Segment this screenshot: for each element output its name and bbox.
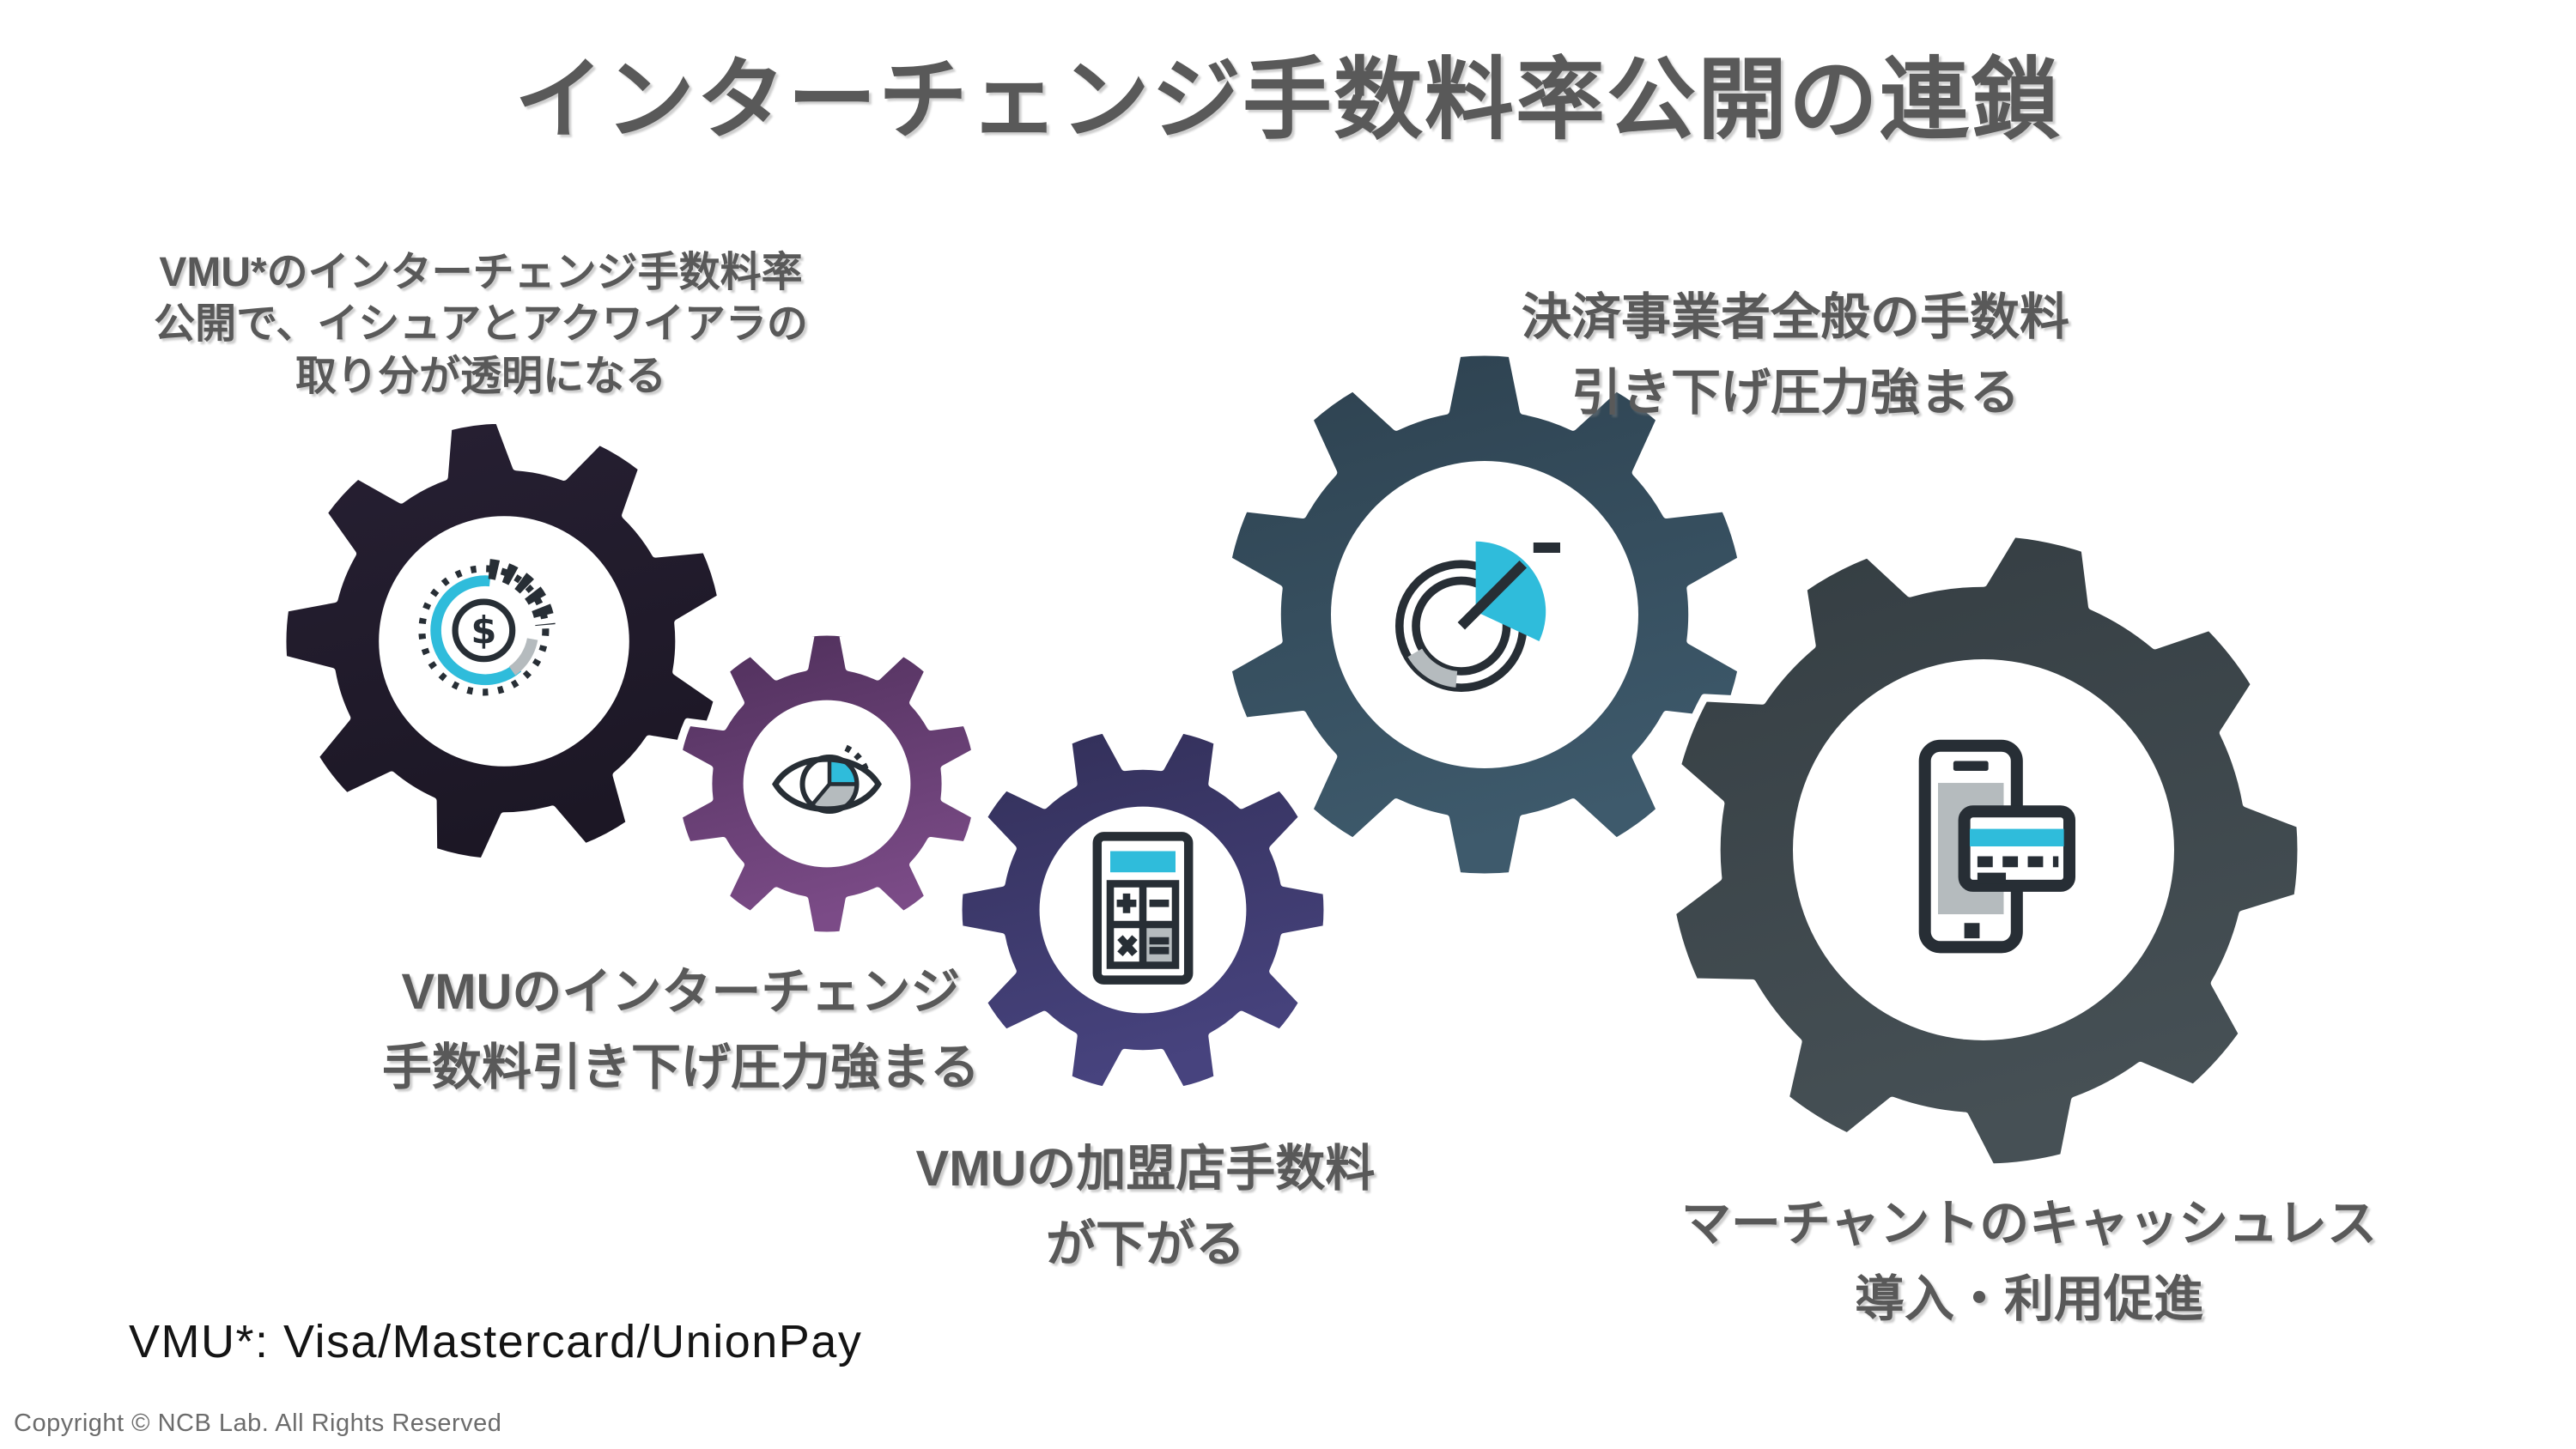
copyright-notice: Copyright © NCB Lab. All Rights Reserved	[14, 1410, 502, 1437]
page-title: インターチェンジ手数料率公開の連鎖	[513, 51, 2062, 150]
label-line: VMU*のインターチェンジ手数料率	[159, 250, 803, 295]
gear-merchant-fee-calc	[954, 725, 1332, 1094]
footnote-vmu-definition: VMU*: Visa/Mastercard/UnionPay	[129, 1316, 863, 1367]
label-merchant-fee: VMUの加盟店手数料 が下がる	[828, 1131, 1463, 1282]
label-line: VMUのインターチェンジ	[401, 964, 961, 1020]
label-line: VMUの加盟店手数料	[915, 1141, 1376, 1197]
label-interchange-disclosure: VMU*のインターチェンジ手数料率 公開で、イシュアとアクワイアラの 取り分が透…	[94, 247, 867, 403]
label-line: 手数料引き下げ圧力強まる	[381, 1040, 980, 1096]
gear-psp-pressure	[1224, 348, 1746, 882]
label-vmu-pressure: VMUのインターチェンジ 手数料引き下げ圧力強まる	[337, 955, 1024, 1106]
label-line: が下がる	[1045, 1216, 1245, 1273]
calculator-icon	[1097, 836, 1188, 979]
label-line: 公開で、イシュアとアクワイアラの	[154, 301, 808, 348]
label-line: 決済事業者全般の手数料	[1521, 289, 2069, 345]
label-cashless-adoption: マーチャントのキャッシュレス 導入・利用促進	[1660, 1186, 2398, 1337]
label-line: 導入・利用促進	[1854, 1271, 2203, 1328]
label-line: マーチャントのキャッシュレス	[1680, 1196, 2378, 1252]
gear-interchange-disclosure	[278, 415, 726, 866]
label-psp-pressure: 決済事業者全般の手数料 引き下げ圧力強まる	[1473, 280, 2117, 431]
label-line: 引き下げ圧力強まる	[1571, 365, 2020, 421]
gear-cashless-adoption	[1668, 530, 2306, 1172]
gear-transparency	[674, 627, 980, 940]
label-line: 取り分が透明になる	[295, 353, 666, 399]
